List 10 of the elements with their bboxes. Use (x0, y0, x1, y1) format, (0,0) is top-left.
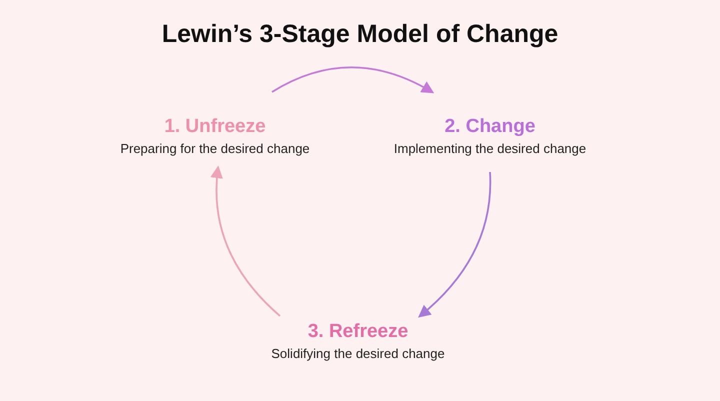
stage-description: Solidifying the desired change (271, 345, 445, 363)
stage-heading: 1. Unfreeze (164, 115, 266, 139)
stage-description: Implementing the desired change (394, 140, 586, 158)
arrow (418, 172, 492, 318)
stage-description: Preparing for the desired change (120, 140, 310, 158)
arrow (210, 166, 281, 317)
diagram-title: Lewin’s 3-Stage Model of Change (160, 19, 560, 50)
arrow (272, 66, 434, 94)
stage-heading: 3. Refreeze (308, 320, 408, 344)
stage-heading: 2. Change (444, 115, 536, 139)
